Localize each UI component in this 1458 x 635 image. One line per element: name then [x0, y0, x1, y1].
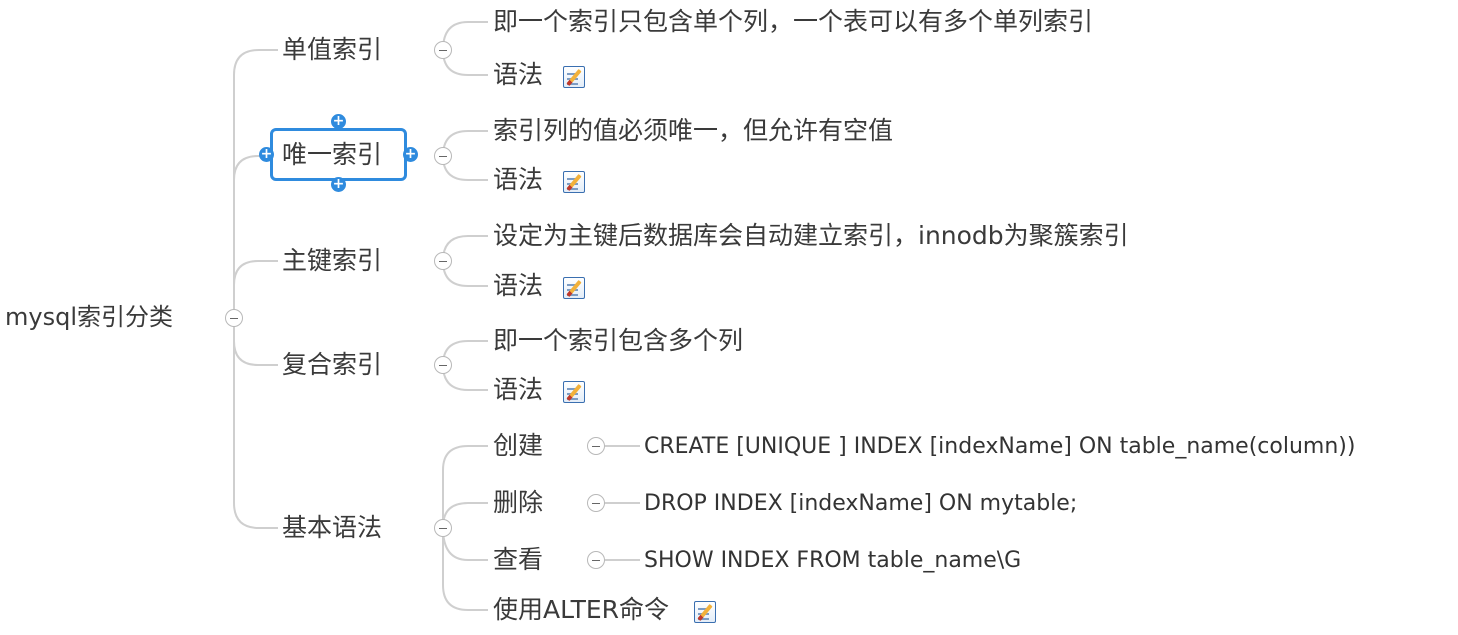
topic-basic-syntax[interactable]: 基本语法 [282, 513, 383, 542]
minus-circle-icon[interactable] [434, 41, 452, 59]
topic-single-index[interactable]: 单值索引 [282, 35, 383, 64]
topic-primary-key-index[interactable]: 主键索引 [282, 246, 383, 275]
note-edit-icon[interactable] [563, 381, 585, 403]
subtopic-desc[interactable]: 索引列的值必须唯一，但允许有空值 [493, 116, 894, 145]
minus-circle-icon[interactable] [587, 437, 605, 455]
topic-composite-index[interactable]: 复合索引 [282, 350, 383, 379]
topic-unique-index[interactable]: 唯一索引 [282, 140, 383, 169]
code-show[interactable]: SHOW INDEX FROM table_name\G [644, 548, 1022, 573]
subtopic-alter[interactable]: 使用ALTER命令 [493, 595, 670, 624]
plus-handle-icon[interactable]: + [403, 146, 418, 162]
subtopic-show[interactable]: 查看 [493, 545, 544, 574]
minus-circle-icon[interactable] [434, 252, 452, 270]
subtopic-syntax[interactable]: 语法 [493, 60, 544, 89]
plus-handle-icon[interactable]: + [331, 176, 346, 192]
minus-circle-icon[interactable] [587, 551, 605, 569]
subtopic-desc[interactable]: 即一个索引包含多个列 [493, 326, 744, 355]
minus-circle-icon[interactable] [587, 494, 605, 512]
subtopic-syntax[interactable]: 语法 [493, 271, 544, 300]
minus-circle-icon[interactable] [434, 356, 452, 374]
minus-circle-icon[interactable] [225, 309, 243, 327]
code-create[interactable]: CREATE [UNIQUE ] INDEX [indexName] ON ta… [644, 434, 1356, 459]
subtopic-create[interactable]: 创建 [493, 431, 544, 460]
plus-handle-icon[interactable]: + [331, 113, 346, 129]
root-topic[interactable]: mysql索引分类 [5, 303, 173, 331]
minus-circle-icon[interactable] [434, 519, 452, 537]
code-delete[interactable]: DROP INDEX [indexName] ON mytable; [644, 491, 1078, 516]
note-edit-icon[interactable] [563, 277, 585, 299]
subtopic-syntax[interactable]: 语法 [493, 165, 544, 194]
minus-circle-icon[interactable] [434, 147, 452, 165]
plus-handle-icon[interactable]: + [259, 146, 274, 162]
subtopic-syntax[interactable]: 语法 [493, 375, 544, 404]
note-edit-icon[interactable] [563, 171, 585, 193]
subtopic-delete[interactable]: 删除 [493, 488, 544, 517]
note-edit-icon[interactable] [694, 601, 716, 623]
subtopic-desc[interactable]: 即一个索引只包含单个列，一个表可以有多个单列索引 [493, 7, 1094, 36]
subtopic-desc[interactable]: 设定为主键后数据库会自动建立索引，innodb为聚簇索引 [493, 221, 1129, 250]
note-edit-icon[interactable] [563, 66, 585, 88]
